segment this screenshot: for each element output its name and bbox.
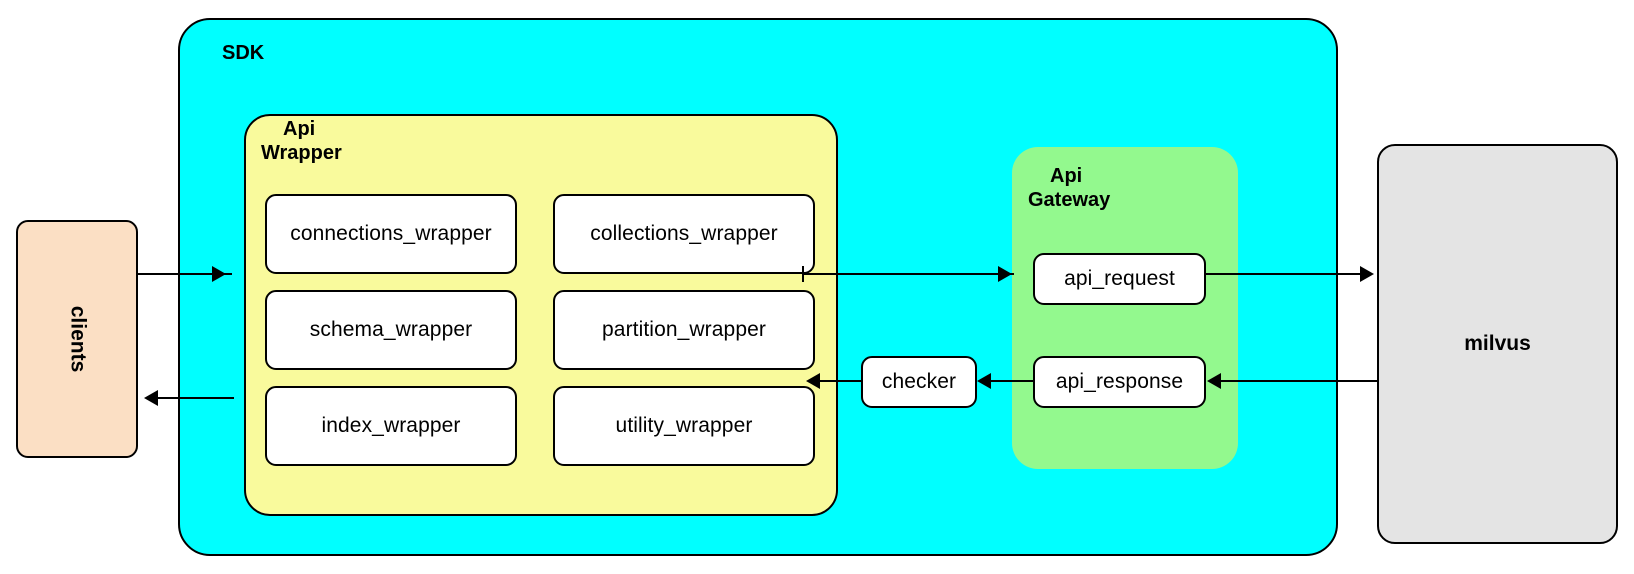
edge-clients-to-wrapper-line bbox=[138, 273, 232, 275]
edge-milvus-to-response-arrowhead bbox=[1207, 373, 1221, 389]
edge-response-to-checker-arrowhead bbox=[977, 373, 991, 389]
module-label: schema_wrapper bbox=[309, 318, 473, 341]
clients-label: clients bbox=[66, 305, 89, 373]
module-utility-wrapper[interactable]: utility_wrapper bbox=[553, 386, 815, 466]
module-index-wrapper[interactable]: index_wrapper bbox=[265, 386, 517, 466]
module-api-request[interactable]: api_request bbox=[1033, 253, 1206, 305]
edge-wrapper-to-gateway-tail bbox=[802, 266, 804, 282]
module-label: index_wrapper bbox=[321, 414, 461, 437]
module-label: partition_wrapper bbox=[602, 318, 766, 341]
edge-clients-to-wrapper-arrowhead bbox=[212, 266, 226, 282]
edge-checker-to-wrapper-arrowhead bbox=[806, 373, 820, 389]
module-connections-wrapper[interactable]: connections_wrapper bbox=[265, 194, 517, 274]
edge-wrapper-to-gateway-arrowhead bbox=[998, 266, 1012, 282]
edge-request-to-milvus-line bbox=[1206, 273, 1372, 275]
module-label: utility_wrapper bbox=[615, 414, 753, 437]
node-clients[interactable]: clients bbox=[16, 220, 138, 458]
edge-wrapper-to-clients-arrowhead bbox=[144, 390, 158, 406]
module-collections-wrapper[interactable]: collections_wrapper bbox=[553, 194, 815, 274]
module-label: collections_wrapper bbox=[590, 222, 778, 245]
edge-response-to-checker-line bbox=[983, 380, 1033, 382]
module-api-response[interactable]: api_response bbox=[1033, 356, 1206, 408]
node-api-gateway[interactable] bbox=[1012, 147, 1238, 469]
milvus-label: milvus bbox=[1464, 332, 1531, 355]
checker-label: checker bbox=[881, 370, 957, 393]
edge-milvus-to-response-line bbox=[1213, 380, 1377, 382]
module-label: api_request bbox=[1064, 267, 1175, 290]
module-label: connections_wrapper bbox=[290, 222, 492, 245]
edge-request-to-milvus-arrowhead bbox=[1360, 266, 1374, 282]
node-checker[interactable]: checker bbox=[861, 356, 977, 408]
module-partition-wrapper[interactable]: partition_wrapper bbox=[553, 290, 815, 370]
node-milvus[interactable]: milvus bbox=[1377, 144, 1618, 544]
edge-checker-to-wrapper-line bbox=[818, 380, 862, 382]
edge-wrapper-to-clients-line bbox=[158, 397, 234, 399]
module-schema-wrapper[interactable]: schema_wrapper bbox=[265, 290, 517, 370]
edge-wrapper-to-gateway-line bbox=[802, 273, 1014, 275]
module-label: api_response bbox=[1055, 370, 1184, 393]
